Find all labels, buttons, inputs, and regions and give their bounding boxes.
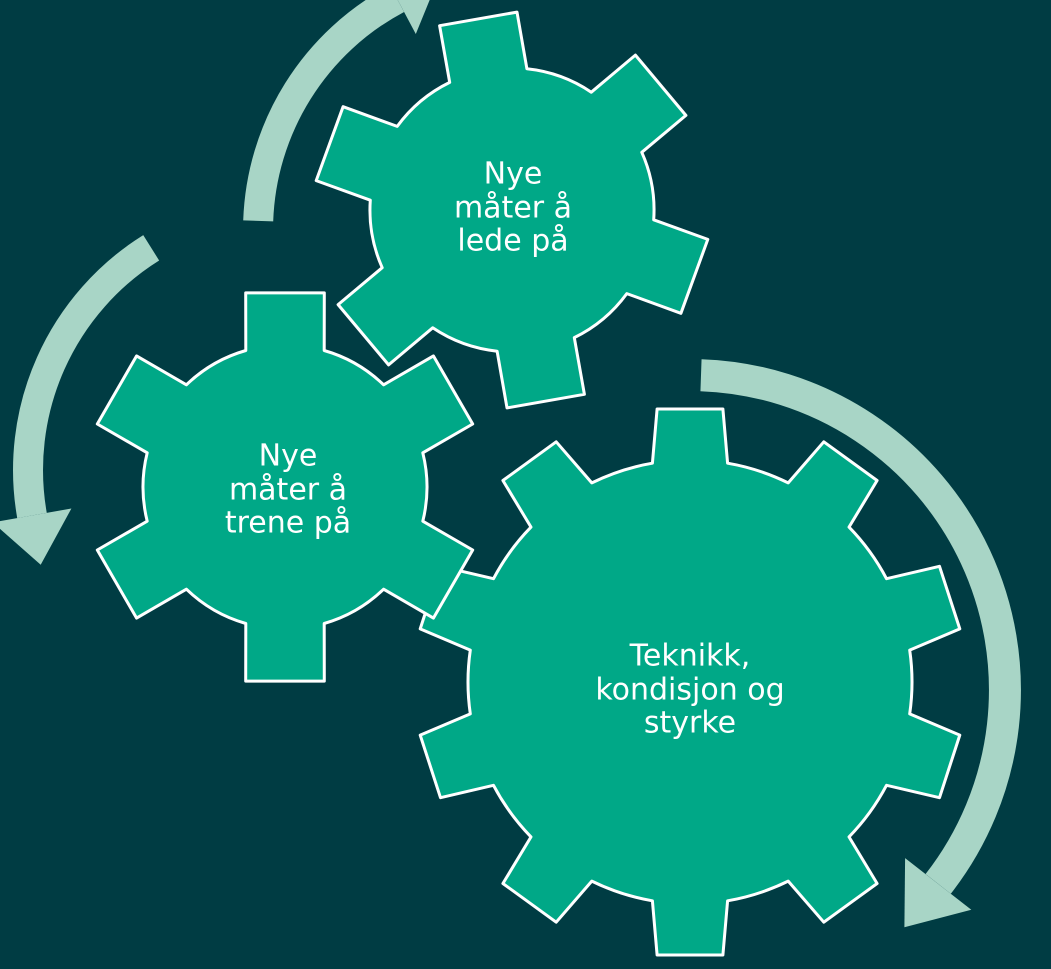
arrow-left-arc-band [13, 235, 160, 519]
arrow-top-arc-head [397, 0, 430, 34]
gear-label-small-left: Nye måter å trene på [224, 438, 352, 541]
arrow-right-arc-head [904, 858, 972, 928]
gear-label-small-top: Nye måter å lede på [453, 156, 573, 259]
arrow-top-arc-band [243, 0, 405, 222]
gear-small-left [95, 291, 475, 683]
arrows-layer [0, 0, 1021, 928]
arrow-right-arc-band [700, 359, 1021, 894]
arrow-left-arc-head [0, 508, 72, 565]
gears-layer [95, 10, 962, 957]
gear-label-large: Teknikk, kondisjon og styrke [595, 638, 785, 741]
gear-large [418, 407, 962, 957]
gear-small-top [314, 10, 710, 410]
